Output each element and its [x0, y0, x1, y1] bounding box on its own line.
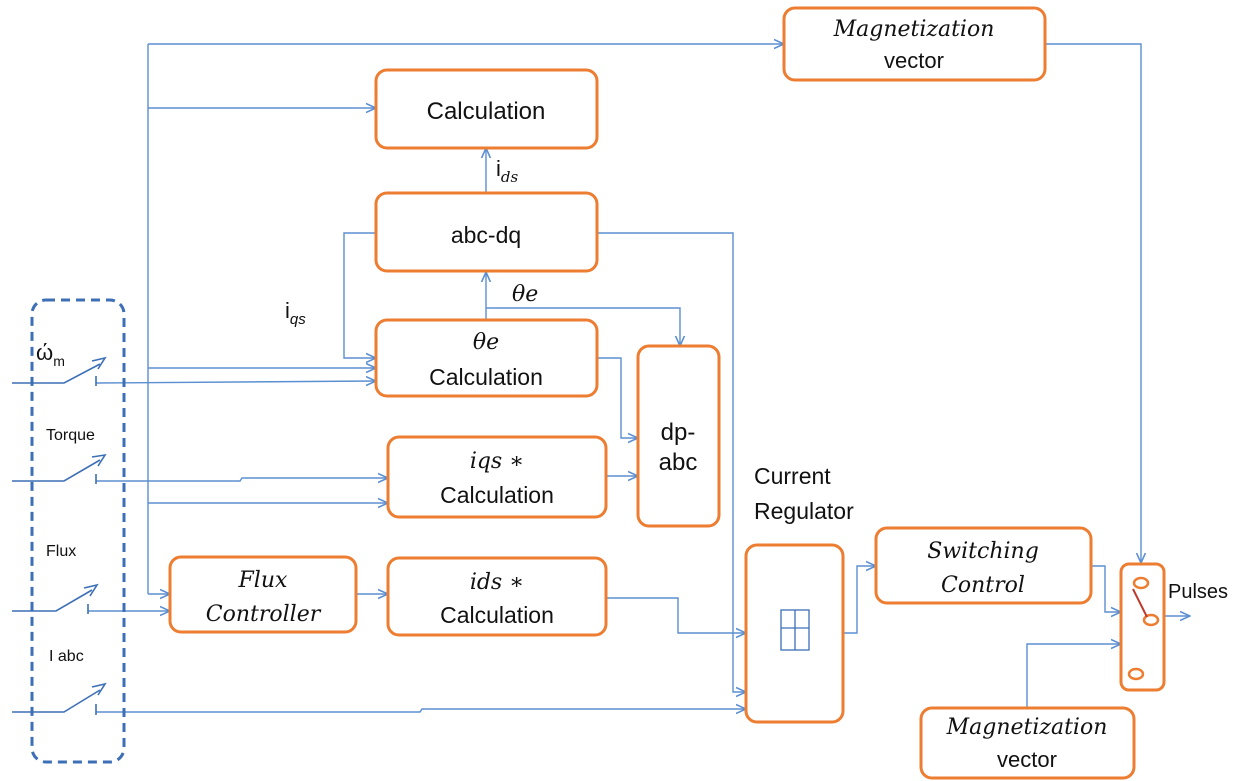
torque-switch [12, 453, 107, 484]
svg-text:Calculation: Calculation [440, 602, 554, 628]
theta-e-signal-label: θe [512, 282, 538, 307]
flux-controller-block: Flux Controller [168, 555, 358, 634]
omega-input-label: ώm [36, 340, 65, 369]
svg-text:θe: θe [473, 330, 499, 355]
svg-text:Calculation: Calculation [427, 98, 546, 125]
svg-text:Flux: Flux [238, 568, 288, 593]
svg-text:ids ∗: ids ∗ [470, 570, 524, 595]
svg-text:Magnetization: Magnetization [946, 715, 1108, 740]
torque-input-label: Torque [46, 427, 95, 444]
i-abc-input-label: I abc [49, 648, 84, 665]
i-abc-switch [12, 682, 107, 715]
svg-text:Magnetization: Magnetization [833, 17, 995, 42]
svg-text:abc-dq: abc-dq [451, 222, 521, 248]
input-group-frame [30, 298, 126, 764]
current-regulator-block: Current Regulator [744, 463, 854, 724]
svg-text:vector: vector [884, 48, 944, 73]
svg-text:Controller: Controller [206, 602, 322, 627]
connection-wires [88, 44, 1190, 712]
svg-text:Switching: Switching [927, 539, 1039, 564]
svg-text:vector: vector [997, 747, 1057, 772]
ids-signal-label: ids [496, 156, 518, 186]
svg-text:Control: Control [941, 573, 1025, 598]
pulses-output-label: Pulses [1168, 581, 1228, 603]
svg-text:Calculation: Calculation [440, 482, 554, 508]
iqs-calculation-block: iqs ∗ Calculation [386, 435, 608, 519]
svg-text:Current: Current [754, 463, 831, 489]
omega-switch [12, 356, 107, 386]
pulse-switch-block [1119, 562, 1166, 692]
flux-switch [12, 583, 99, 614]
svg-text:dp-: dp- [661, 419, 696, 446]
iqs-signal-label: iqs [285, 298, 306, 328]
abc-dq-block: abc-dq [374, 191, 599, 273]
flux-input-label: Flux [46, 543, 76, 560]
theta-e-calculation-block: θe Calculation [374, 318, 599, 398]
ids-calculation-block: ids ∗ Calculation [386, 556, 608, 637]
magnetization-vector-top-block: Magnetization vector [782, 6, 1047, 82]
magnetization-vector-bottom-block: Magnetization vector [919, 706, 1136, 780]
svg-text:Regulator: Regulator [754, 498, 854, 524]
calculation-block: Calculation [374, 68, 599, 150]
dp-abc-block: dp- abc [636, 344, 721, 528]
regulator-icon [780, 609, 810, 651]
switching-control-block: Switching Control [874, 526, 1093, 605]
svg-text:abc: abc [659, 449, 698, 476]
svg-text:iqs ∗: iqs ∗ [470, 449, 524, 474]
svg-text:Calculation: Calculation [429, 364, 543, 390]
